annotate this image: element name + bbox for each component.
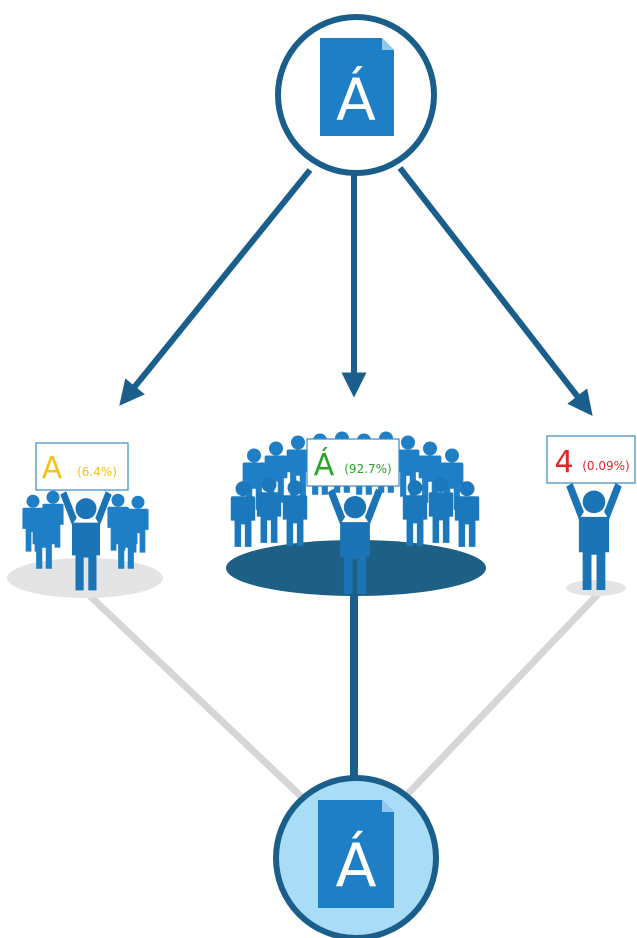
platform-center <box>226 540 486 596</box>
platform-left <box>7 558 163 598</box>
sign-center-percent: (92.7%) <box>344 462 391 476</box>
bottom-node: Á <box>273 775 439 938</box>
document-glyph-icon: Á <box>318 800 394 908</box>
sign-left: A (6.4%) <box>35 442 129 491</box>
top-node-glyph: Á <box>336 65 376 134</box>
bottom-node-glyph: Á <box>335 830 376 901</box>
faint-link-left <box>86 592 309 804</box>
group-left: A (6.4%) <box>7 442 163 598</box>
sign-holder-right <box>566 482 622 590</box>
group-right: 4 (0.09%) <box>546 435 636 596</box>
sign-right-percent: (0.09%) <box>582 459 629 473</box>
faint-link-right <box>398 588 604 804</box>
top-node: Á <box>275 14 437 176</box>
sign-center: Á (92.7%) <box>306 438 400 487</box>
arrow-left <box>119 168 313 406</box>
sign-center-glyph: Á <box>314 447 335 483</box>
sign-left-percent: (6.4%) <box>77 465 117 479</box>
group-center: Á (92.7%) <box>226 431 486 596</box>
platform-right <box>566 580 626 596</box>
sign-left-glyph: A <box>42 451 63 486</box>
arrow-right <box>397 166 593 416</box>
sign-right: 4 (0.09%) <box>546 435 636 484</box>
document-glyph-icon: Á <box>320 38 394 136</box>
sign-right-glyph: 4 <box>554 445 573 480</box>
